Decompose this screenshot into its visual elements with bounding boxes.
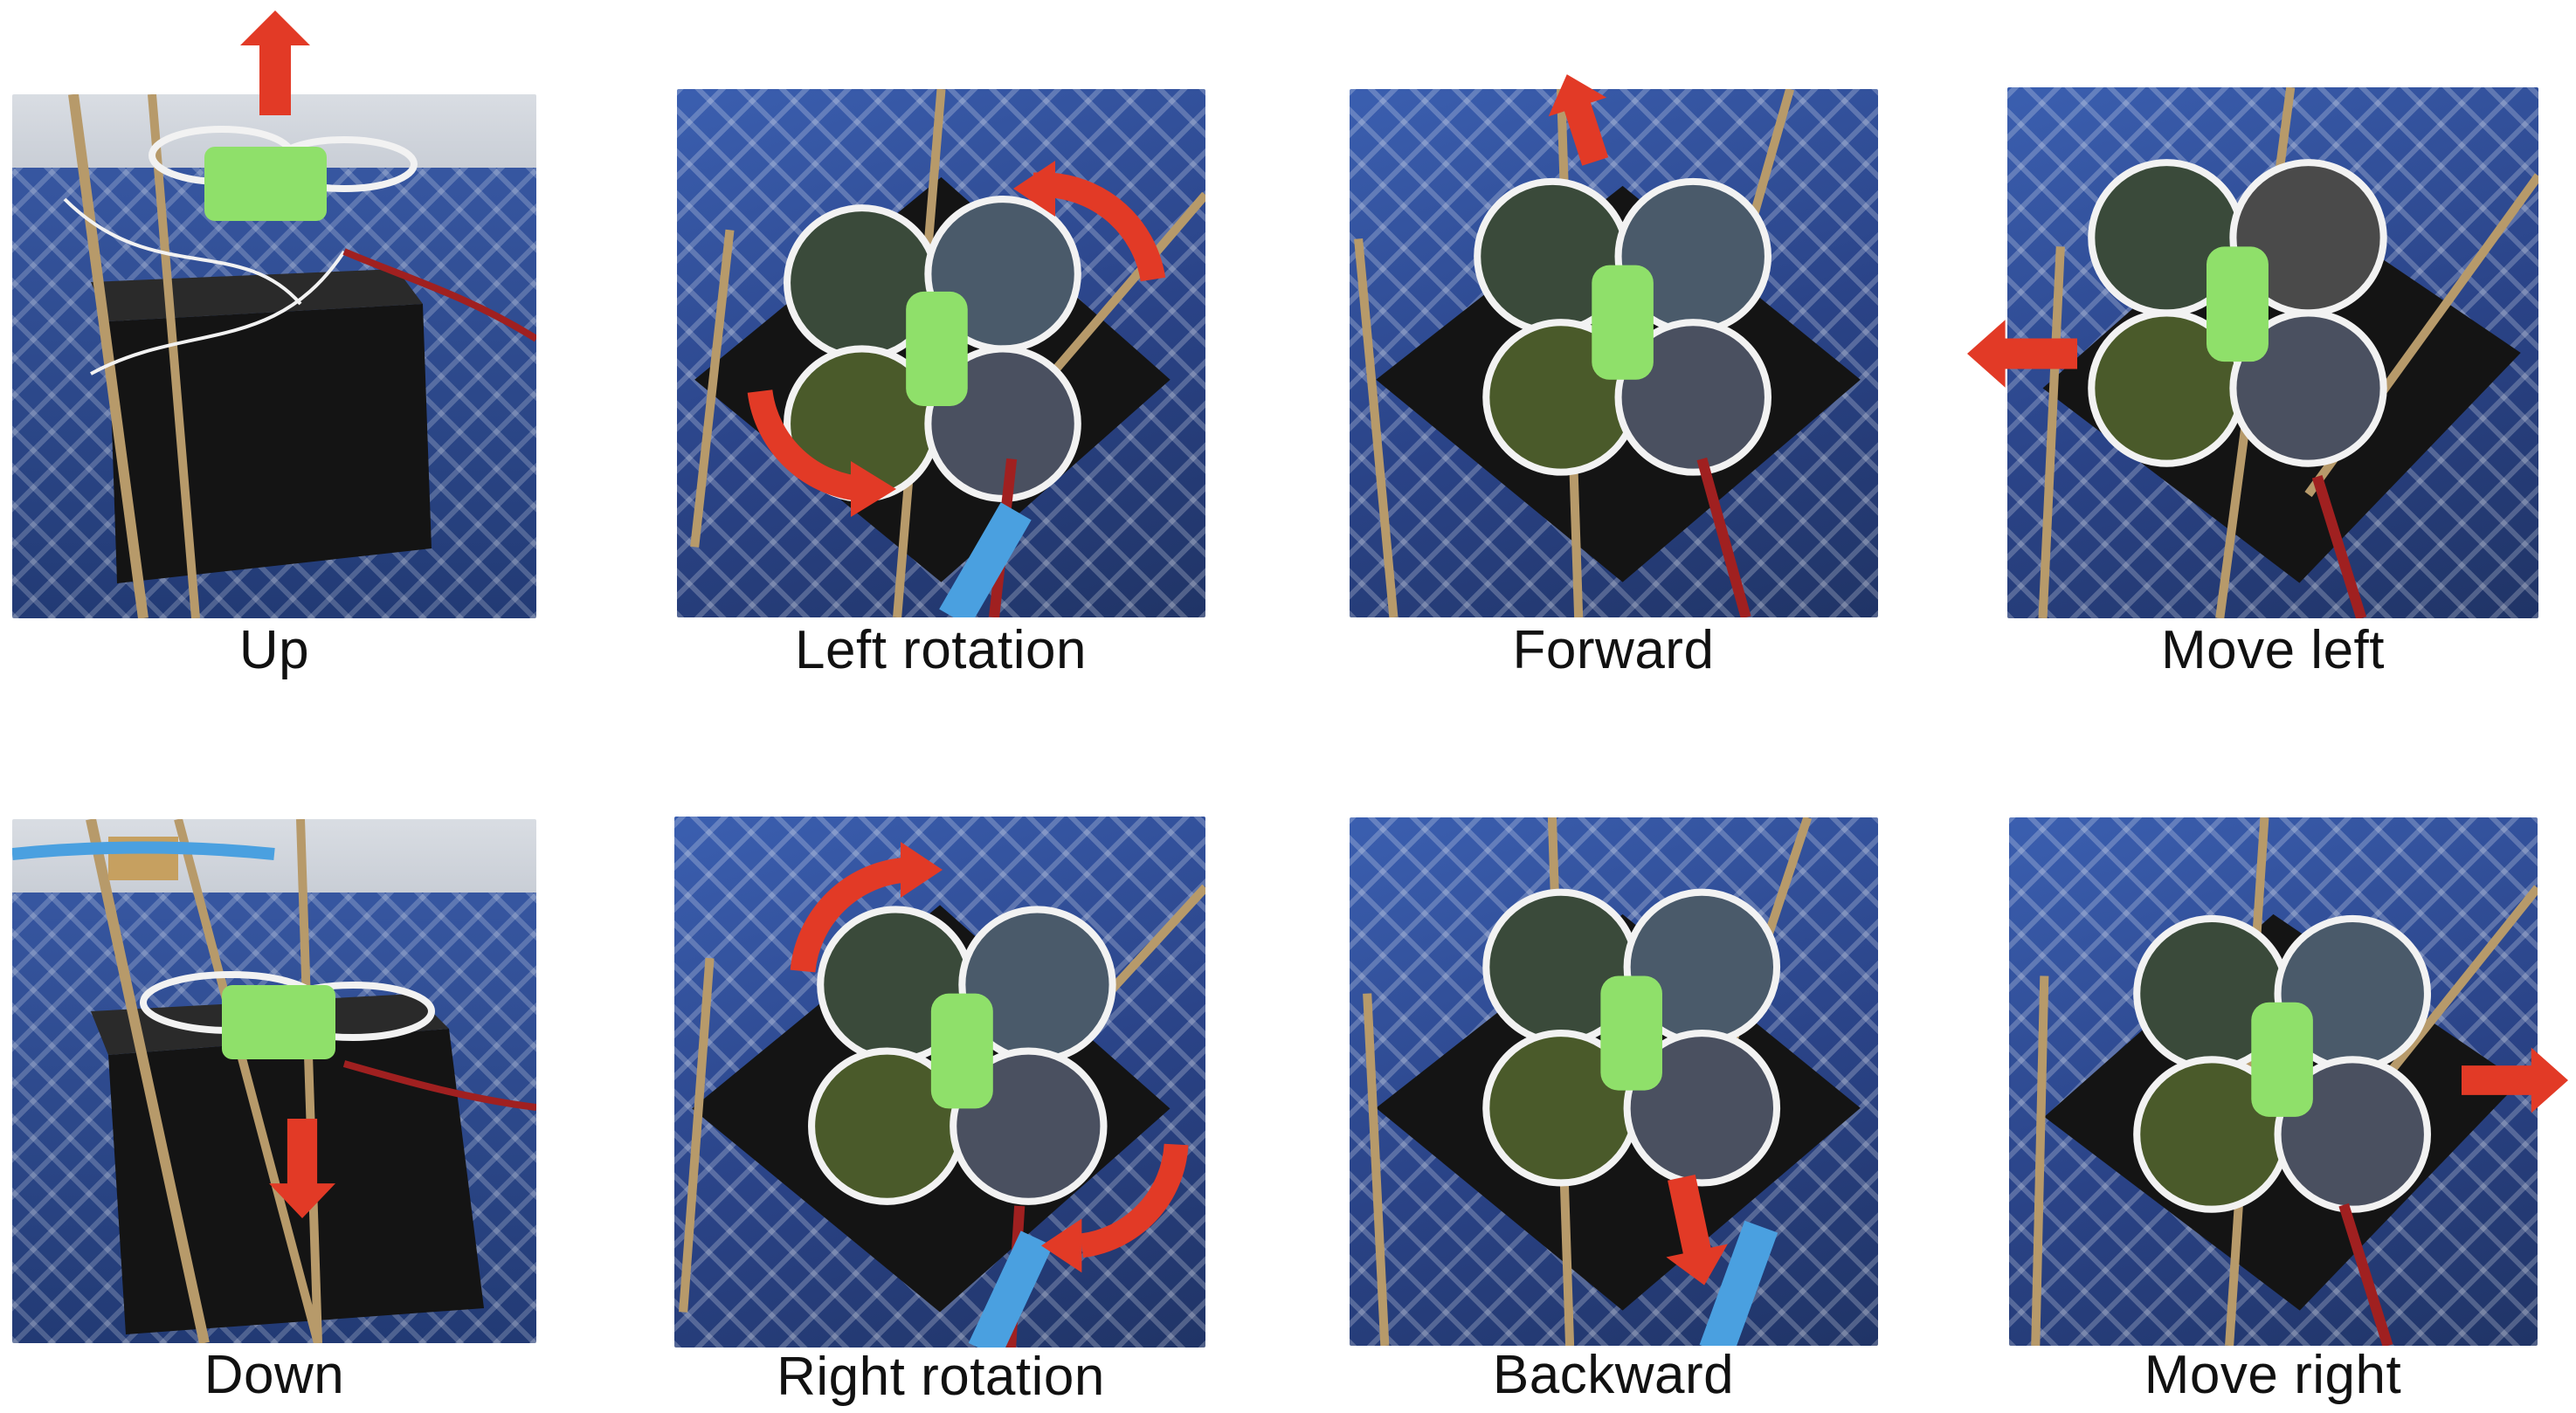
drone-photo-move-right (2009, 817, 2538, 1346)
rotate-right-icon (790, 842, 943, 973)
drone-photo-move-left (2007, 87, 2538, 618)
caption-left-rotation: Left rotation (795, 620, 1087, 680)
caption-down: Down (204, 1345, 345, 1405)
caption-move-left: Move left (2160, 620, 2386, 680)
rotate-left-icon-lower (747, 389, 896, 517)
arrow-up-icon (240, 10, 310, 115)
drone-photo-forward (1350, 89, 1878, 617)
drone-photo-right-rotation (674, 817, 1205, 1348)
arrow-down-icon (269, 1119, 335, 1218)
drone-photo-left-rotation (677, 89, 1205, 617)
drone-photo-down (12, 819, 536, 1343)
drone-photo-up (12, 94, 536, 618)
caption-forward: Forward (1512, 620, 1715, 680)
rotate-left-icon (1013, 161, 1166, 282)
arrow-forward-icon (1548, 74, 1609, 166)
caption-move-right: Move right (2144, 1345, 2402, 1405)
arrow-right-icon (2462, 1047, 2568, 1113)
rotate-right-icon-lower (1041, 1143, 1189, 1273)
caption-right-rotation: Right rotation (777, 1347, 1105, 1407)
arrow-backward-icon (1666, 1175, 1728, 1285)
arrow-left-icon (1967, 320, 2077, 388)
drone-photo-backward (1350, 817, 1878, 1346)
caption-up: Up (238, 620, 310, 680)
caption-backward: Backward (1492, 1345, 1735, 1405)
